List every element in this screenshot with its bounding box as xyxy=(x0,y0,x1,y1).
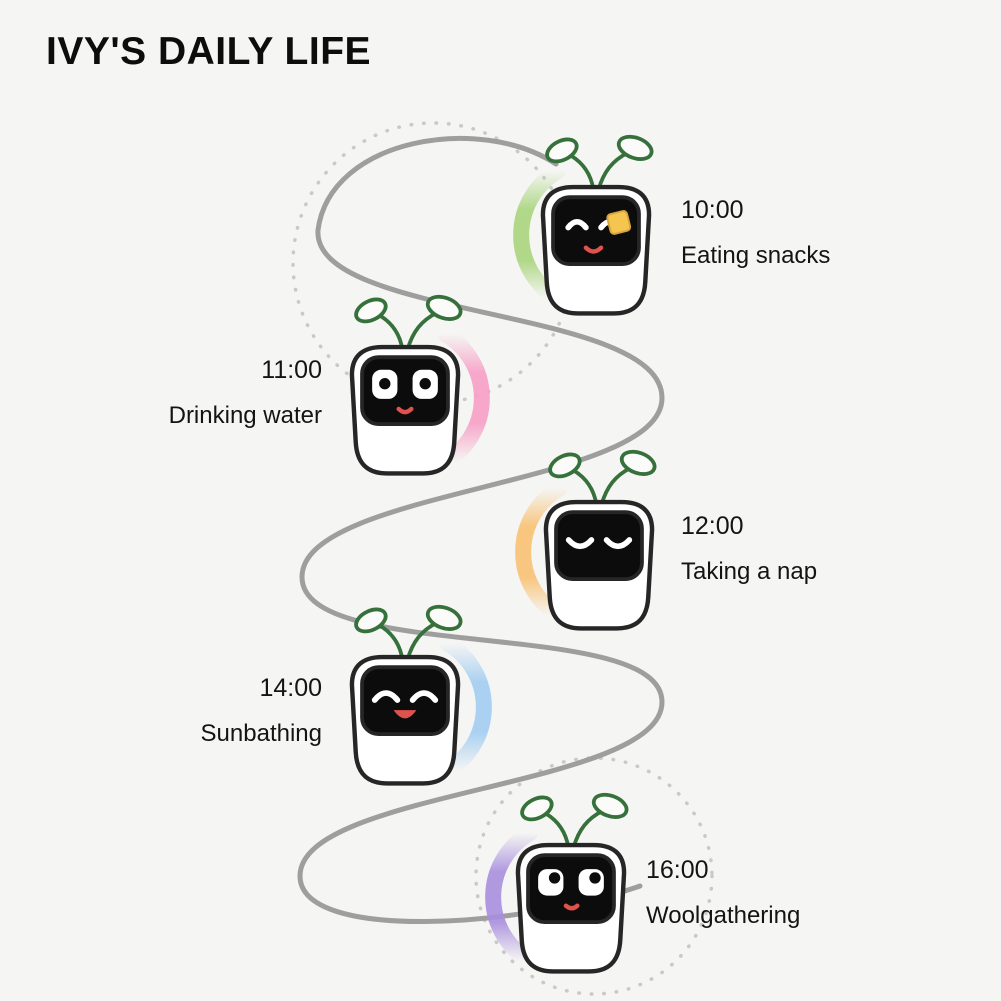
time-label: 12:00 xyxy=(681,512,744,540)
timeline-label-group: 11:00 Drinking water xyxy=(169,358,322,428)
glow-arc-green xyxy=(513,163,566,307)
dotted-circle-bottom xyxy=(474,756,714,996)
page-title: IVY'S DAILY LIFE xyxy=(46,30,372,73)
activity-label: Sunbathing xyxy=(200,720,322,747)
face-sleeping-eyes-icon xyxy=(565,537,633,550)
activity-label: Taking a nap xyxy=(681,558,818,585)
face-wink-with-snack-icon xyxy=(565,210,632,254)
robot-screen xyxy=(360,665,450,737)
sprout-leaves-icon xyxy=(545,134,654,192)
timeline-label-group: 10:00 Eating snacks xyxy=(681,198,830,268)
activity-label: Drinking water xyxy=(168,402,322,429)
time-label: 10:00 xyxy=(681,196,744,224)
face-daydreaming-eyes-icon xyxy=(538,869,604,911)
glow-arc-blue xyxy=(439,635,492,779)
ivy-robot-illustration xyxy=(543,449,657,631)
time-label: 14:00 xyxy=(259,674,322,702)
sprout-leaves-icon xyxy=(354,604,463,662)
sprout-leaves-icon xyxy=(354,294,463,352)
glow-arc-orange xyxy=(515,480,568,624)
ivy-robot-illustration xyxy=(515,792,629,974)
timeline-wave-path xyxy=(297,136,665,924)
ivy-robot-illustration xyxy=(349,604,463,786)
robot-screen xyxy=(554,510,644,582)
face-wide-eyes-icon xyxy=(372,369,438,415)
glow-arc-pink xyxy=(437,326,490,470)
timeline-label-group: 14:00 Sunbathing xyxy=(201,676,322,746)
time-label: 16:00 xyxy=(646,856,709,884)
sprout-leaves-icon xyxy=(548,449,657,507)
sprout-leaves-icon xyxy=(520,792,629,850)
face-happy-smile-icon xyxy=(371,690,439,719)
glow-arc-purple xyxy=(485,825,538,969)
time-label: 11:00 xyxy=(261,356,322,384)
activity-label: Woolgathering xyxy=(646,902,801,929)
timeline-label-group: 12:00 Taking a nap xyxy=(681,514,817,584)
activity-label: Eating snacks xyxy=(681,242,831,269)
timeline-label-group: 16:00 Woolgathering xyxy=(646,858,800,928)
ivy-robot-illustration xyxy=(540,134,654,316)
ivy-robot-illustration xyxy=(349,294,463,476)
